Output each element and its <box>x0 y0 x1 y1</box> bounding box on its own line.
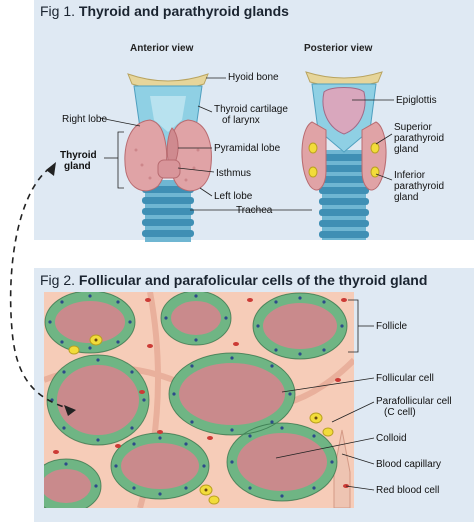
anterior-isthmus <box>157 159 181 179</box>
inferior-parathyroid-left <box>308 166 318 178</box>
label-hyoid-bone: Hyoid bone <box>228 72 279 83</box>
label-superior-parathyroid-2: parathyroid <box>394 133 445 144</box>
label-isthmus: Isthmus <box>216 168 252 179</box>
fig1-title-text: Thyroid and parathyroid glands <box>78 3 289 19</box>
anterior-pyramidal-lobe <box>166 127 179 161</box>
fig1-panel <box>34 0 474 240</box>
follicle-2 <box>161 292 231 345</box>
label-thyroid-cartilage-1: Thyroid cartilage <box>214 104 288 115</box>
follicle-8 <box>44 459 101 508</box>
label-inferior-parathyroid-2: parathyroid <box>394 181 445 192</box>
anterior-thyroid-illustration <box>124 73 212 242</box>
posterior-thyroid-illustration <box>301 71 387 240</box>
follicle-5 <box>169 353 295 435</box>
label-left-lobe: Left lobe <box>214 191 253 202</box>
anterior-right-lobe <box>124 119 168 192</box>
label-thyroid-gland-2: gland <box>64 161 91 172</box>
fig1-title: Fig 1. Thyroid and parathyroid glands <box>40 3 289 19</box>
posterior-view-label: Posterior view <box>304 43 373 54</box>
label-superior-parathyroid-1: Superior <box>394 122 432 133</box>
label-blood-capillary: Blood capillary <box>376 459 442 470</box>
fig1-number: Fig 1. <box>40 3 76 19</box>
red-blood-cells <box>53 298 349 488</box>
fig2-number: Fig 2. <box>40 272 76 288</box>
label-parafollicular-cell-2: (C cell) <box>384 407 416 418</box>
label-follicular-cell: Follicular cell <box>376 373 434 384</box>
label-superior-parathyroid-3: gland <box>394 144 419 155</box>
label-red-blood-cell: Red blood cell <box>376 485 440 496</box>
epiglottis-shape <box>322 87 366 135</box>
tissue-illustration <box>44 292 354 508</box>
label-inferior-parathyroid-1: Inferior <box>394 170 426 181</box>
label-parafollicular-cell-1: Parafollicular cell <box>376 396 452 407</box>
inferior-parathyroid-right <box>370 166 380 178</box>
follicle-6 <box>111 433 209 499</box>
follicle-4 <box>47 355 149 445</box>
label-thyroid-gland-1: Thyroid <box>60 150 97 161</box>
label-follicle: Follicle <box>376 321 408 332</box>
superior-parathyroid-left <box>308 142 318 154</box>
fig2-leader-lines <box>275 299 375 491</box>
fig2-title-text: Follicular and parafolicular cells of th… <box>78 272 428 288</box>
anterior-view-label: Anterior view <box>130 43 194 54</box>
label-right-lobe: Right lobe <box>62 114 108 125</box>
label-trachea: Trachea <box>236 205 273 216</box>
posterior-trachea <box>319 150 369 240</box>
blood-capillary-shape <box>333 429 351 508</box>
fig1-leader-lines <box>99 77 394 211</box>
label-thyroid-cartilage-2: of larynx <box>222 115 260 126</box>
label-pyramidal-lobe: Pyramidal lobe <box>214 143 281 154</box>
follicular-cell-nuclei <box>48 294 344 498</box>
label-epiglottis: Epiglottis <box>396 95 437 106</box>
connector-arrow <box>9 162 76 416</box>
label-colloid: Colloid <box>376 433 407 444</box>
fig2-title: Fig 2. Follicular and parafolicular cell… <box>40 272 427 288</box>
follicle-7 <box>227 423 337 501</box>
follicle-3 <box>253 293 347 359</box>
superior-parathyroid-right <box>370 142 380 154</box>
label-inferior-parathyroid-3: gland <box>394 192 419 203</box>
